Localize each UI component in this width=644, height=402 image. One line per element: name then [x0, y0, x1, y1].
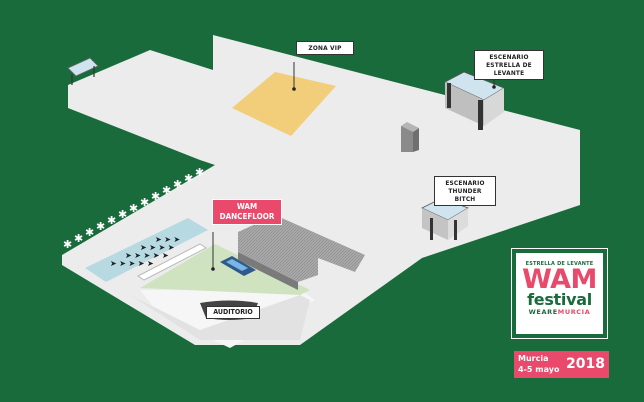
svg-text:✱: ✱	[63, 238, 72, 251]
stage-thunder-label-line1: ESCENARIO	[445, 179, 485, 187]
event-days: 4-5 mayo	[518, 365, 560, 374]
bar-counter	[137, 243, 207, 281]
dancefloor-label-line1: WAM	[236, 202, 258, 211]
event-city: Murcia	[518, 354, 549, 363]
svg-text:✱: ✱	[151, 190, 160, 203]
stage-levante-label-line1: ESCENARIO	[489, 53, 529, 61]
logo-tagline-murcia: MURCIA	[557, 308, 591, 316]
svg-text:✱: ✱	[85, 226, 94, 239]
auditorio-label-text: AUDITORIO	[213, 308, 253, 316]
event-date-badge: Murcia 4-5 mayo 2018	[514, 351, 609, 378]
logo-wam-text: WAM	[522, 264, 597, 295]
dancefloor-label: WAM DANCEFLOOR	[212, 199, 282, 225]
wam-festival-logo: ESTRELLA DE LEVANTE WAM festival WEAREMU…	[511, 248, 608, 339]
logo-sponsor-text: ESTRELLA DE LEVANTE	[525, 261, 594, 267]
dancefloor-label-line2: DANCEFLOOR	[219, 212, 275, 221]
event-year: 2018	[566, 356, 605, 372]
svg-text:➤ ➤ ➤ ➤: ➤ ➤ ➤ ➤	[140, 243, 175, 252]
logo-tagline: WEAREMURCIA	[516, 308, 603, 316]
ground-area	[62, 35, 580, 345]
entrance-arrows: ➤ ➤ ➤ ➤ ➤ ➤ ➤ ➤ ➤ ➤ ➤ ➤ ➤ ➤ ➤ ➤ ➤	[110, 235, 180, 268]
svg-text:➤ ➤ ➤ ➤ ➤: ➤ ➤ ➤ ➤ ➤	[110, 259, 154, 268]
svg-text:✱: ✱	[173, 178, 182, 191]
water-area	[85, 218, 208, 282]
vip-zone	[232, 72, 336, 136]
callout-dots	[211, 85, 496, 271]
booth	[401, 122, 419, 152]
vip-zone-label-text: ZONA VIP	[308, 44, 342, 52]
stage-thunder-label-line2: THUNDER BITCH	[448, 187, 482, 203]
stage-thunder-bitch	[421, 197, 469, 240]
logo-festival-text: festival	[527, 290, 592, 309]
palm-trees: ✱ ✱ ✱ ✱ ✱ ✱ ✱ ✱ ✱ ✱ ✱ ✱ ✱	[63, 166, 204, 251]
kiosk-small	[67, 57, 99, 85]
svg-text:✱: ✱	[184, 172, 193, 185]
dj-booth-top	[226, 259, 248, 271]
stage-levante-label: ESCENARIO ESTRELLA DE LEVANTE	[474, 50, 544, 80]
svg-text:➤ ➤ ➤: ➤ ➤ ➤	[155, 235, 180, 244]
svg-text:✱: ✱	[74, 232, 83, 245]
svg-text:✱: ✱	[118, 208, 127, 221]
svg-text:✱: ✱	[107, 214, 116, 227]
building-side	[238, 252, 298, 290]
svg-text:✱: ✱	[195, 166, 204, 179]
svg-text:✱: ✱	[140, 196, 149, 209]
svg-text:✱: ✱	[96, 220, 105, 233]
stage-levante-label-line2: ESTRELLA DE LEVANTE	[486, 61, 532, 77]
svg-text:✱: ✱	[129, 202, 138, 215]
vip-zone-label: ZONA VIP	[296, 41, 354, 55]
stage-thunder-label: ESCENARIO THUNDER BITCH	[434, 176, 496, 206]
stage-estrella-levante	[444, 71, 505, 130]
dancefloor-area	[140, 244, 310, 295]
ground-base	[130, 295, 310, 340]
auditorio-label: AUDITORIO	[206, 306, 260, 319]
logo-tagline-weare: WEARE	[528, 308, 558, 316]
building	[238, 215, 365, 282]
svg-text:✱: ✱	[162, 184, 171, 197]
svg-text:➤ ➤ ➤ ➤ ➤: ➤ ➤ ➤ ➤ ➤	[125, 251, 169, 260]
